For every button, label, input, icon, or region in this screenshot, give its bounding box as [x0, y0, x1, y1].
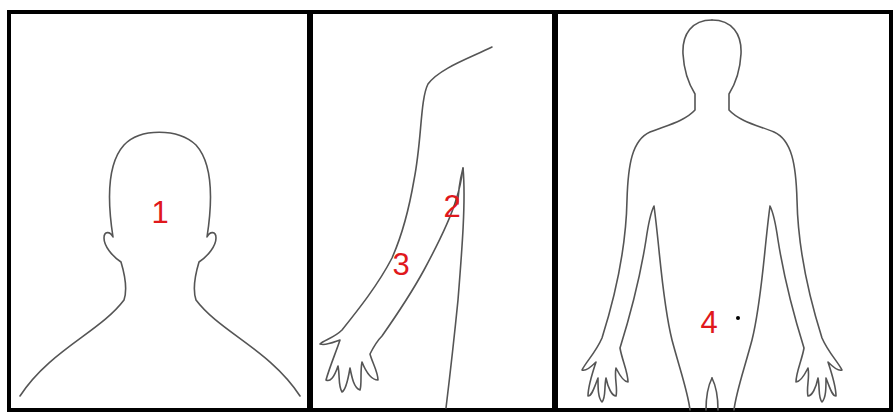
panel-frame: [556, 12, 891, 410]
arm-outline: [320, 47, 492, 392]
full-body-outline: [582, 20, 842, 410]
panel-frames: [9, 12, 891, 410]
callout-number: 1: [151, 197, 168, 228]
marker-dot: [736, 316, 740, 320]
panel-frame: [311, 12, 554, 410]
callout-number: 4: [700, 307, 717, 338]
panel-frame: [9, 12, 309, 410]
head-outline: [20, 132, 300, 396]
body-half-outline-mirror: [712, 20, 842, 410]
body-half-outline: [582, 20, 712, 410]
callout-number: 3: [392, 249, 409, 280]
callout-number: 2: [443, 191, 460, 222]
